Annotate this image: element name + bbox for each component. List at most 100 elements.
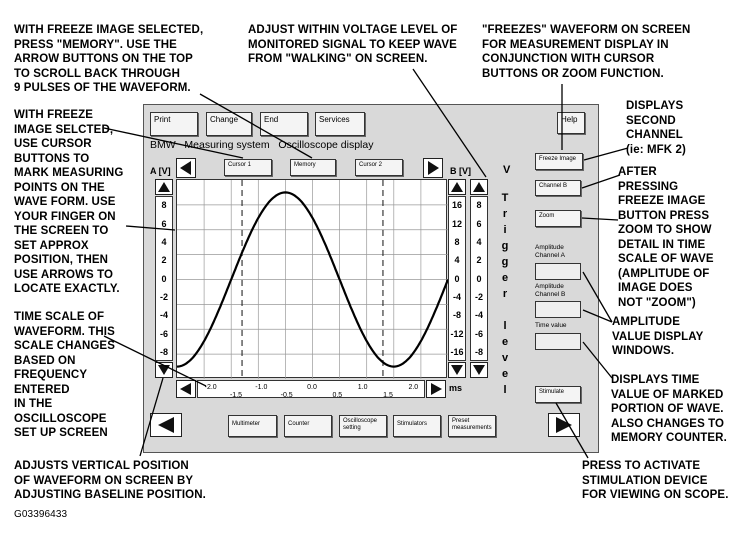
print-button[interactable]: Print [150, 112, 198, 136]
time-tick-bottom: -1.5 [230, 392, 242, 399]
arrow-left-icon [176, 158, 196, 178]
page-forward-arrow[interactable] [548, 413, 580, 437]
end-button[interactable]: End [260, 112, 308, 136]
memory-button[interactable]: Memory [290, 159, 336, 176]
time-value-label: Time value [535, 322, 567, 329]
right-b-scale-tick: -16 [450, 346, 464, 357]
arrow-down-icon [470, 362, 488, 378]
time-right-arrow[interactable] [426, 380, 446, 398]
left-scale-tick: 0 [161, 273, 167, 284]
right-scale-up-arrow[interactable] [448, 179, 466, 195]
trigger-scale-tick: 4 [476, 236, 482, 247]
waveform-trace [177, 191, 448, 368]
zoom-button[interactable]: Zoom [535, 210, 581, 227]
stimulate-note: PRESS TO ACTIVATE STIMULATION DEVICE FOR… [582, 460, 729, 501]
preset-measurements-button[interactable]: Preset measurements [448, 415, 496, 437]
trigger-scale-tick: -4 [474, 310, 483, 321]
zoom-note: AFTER PRESSING FREEZE IMAGE BUTTON PRESS… [618, 166, 714, 309]
right-scale-down-arrow[interactable] [448, 362, 466, 378]
right-axis-label: B [V] [450, 166, 471, 176]
channel-b-button[interactable]: Channel B [535, 180, 581, 196]
left-axis-label: A [V] [150, 166, 171, 176]
trigger-label-char: i [503, 224, 507, 236]
figure-id: G03396433 [14, 509, 68, 520]
trigger-scale-tick: 2 [476, 255, 482, 266]
right-axis-unit: V [503, 164, 511, 176]
waveform-plot[interactable] [176, 179, 448, 379]
trigger-scale-tick: -2 [474, 291, 483, 302]
stimulate-button[interactable]: Stimulate [535, 386, 581, 403]
right-b-scale-tick: 12 [451, 218, 462, 229]
left-scale-up-arrow[interactable] [155, 179, 173, 195]
change-button[interactable]: Change [206, 112, 252, 136]
right-b-scale-tick: 0 [454, 273, 460, 284]
arrow-up-icon [448, 179, 466, 195]
second-channel-note: DISPLAYS SECOND CHANNEL (ie: MFK 2) [626, 100, 686, 156]
left-scale-tick: -2 [159, 291, 168, 302]
trigger-label-char: e [501, 368, 509, 380]
help-button[interactable]: Help [557, 112, 585, 134]
right-b-scale-tick: 4 [454, 255, 460, 266]
cursor-2-button[interactable]: Cursor 2 [355, 159, 403, 176]
trigger-label-char: l [503, 320, 507, 332]
trigger-scale-tick: 8 [476, 200, 482, 211]
arrow-right-icon [426, 380, 446, 398]
time-tick-top: 2.0 [408, 384, 418, 391]
trigger-label-char: e [501, 336, 509, 348]
time-left-arrow[interactable] [176, 380, 196, 398]
memory-note: WITH FREEZE IMAGE SELECTED, PRESS "MEMOR… [14, 24, 204, 94]
counter-button[interactable]: Counter [284, 415, 332, 437]
oscilloscope-setting-button[interactable]: Oscilloscope setting [339, 415, 387, 437]
time-tick-top: 0.0 [307, 384, 317, 391]
trigger-label-char: v [501, 352, 509, 364]
left-scale-tick: 2 [161, 255, 167, 266]
right-b-scale-tick: -8 [452, 310, 461, 321]
cursor-1-button[interactable]: Cursor 1 [224, 159, 272, 176]
trigger-scale-tick: -8 [474, 346, 483, 357]
time-value-window [535, 333, 581, 350]
time-value-note: DISPLAYS TIME VALUE OF MARKED PORTION OF… [611, 374, 727, 444]
right-b-scale-tick: -4 [452, 291, 461, 302]
vertical-position-note: ADJUSTS VERTICAL POSITION OF WAVEFORM ON… [14, 460, 206, 501]
left-scale-tick: -8 [159, 346, 168, 357]
trigger-scale-tick: 0 [476, 273, 482, 284]
trigger-scale-tick: -6 [474, 328, 483, 339]
trigger-up-arrow[interactable] [470, 179, 488, 195]
right-b-scale-tick: 8 [454, 236, 460, 247]
cursor-right-arrow[interactable] [423, 158, 443, 178]
arrow-right-icon [548, 413, 580, 437]
right-b-scale-tick: 16 [451, 200, 462, 211]
arrow-up-icon [470, 179, 488, 195]
time-scale-note: TIME SCALE OF WAVEFORM. THIS SCALE CHANG… [14, 311, 115, 439]
trigger-down-arrow[interactable] [470, 362, 488, 378]
time-tick-bottom: -0.5 [281, 392, 293, 399]
arrow-left-icon [150, 413, 182, 437]
stimulators-button[interactable]: Stimulators [393, 415, 441, 437]
amplitude-a-window [535, 263, 581, 280]
right-b-scale-tick: -12 [450, 328, 464, 339]
time-tick-top: 1.0 [358, 384, 368, 391]
arrow-down-icon [155, 362, 173, 378]
left-scale-down-arrow[interactable] [155, 362, 173, 378]
freezes-note: "FREEZES" WAVEFORM ON SCREEN FOR MEASURE… [482, 24, 691, 80]
amplitude-b-label: Amplitude Channel B [535, 283, 566, 298]
trigger-label-char: T [501, 192, 509, 204]
cursor-left-arrow[interactable] [176, 158, 196, 178]
trigger-label-char: g [501, 256, 509, 268]
services-button[interactable]: Services [315, 112, 365, 136]
freeze-image-button[interactable]: Freeze Image [535, 153, 583, 170]
arrow-up-icon [155, 179, 173, 195]
screen-title: BMW Measuring system Oscilloscope displa… [150, 139, 374, 151]
time-unit: ms [449, 383, 463, 393]
amplitude-a-label: Amplitude Channel A [535, 244, 565, 259]
page-back-arrow[interactable] [150, 413, 182, 437]
time-tick-bottom: 0.5 [332, 392, 342, 399]
time-tick-top: -1.0 [255, 384, 267, 391]
arrow-left-icon [176, 380, 196, 398]
left-scale-tick: 8 [161, 200, 167, 211]
multimeter-button[interactable]: Multimeter [228, 415, 277, 437]
